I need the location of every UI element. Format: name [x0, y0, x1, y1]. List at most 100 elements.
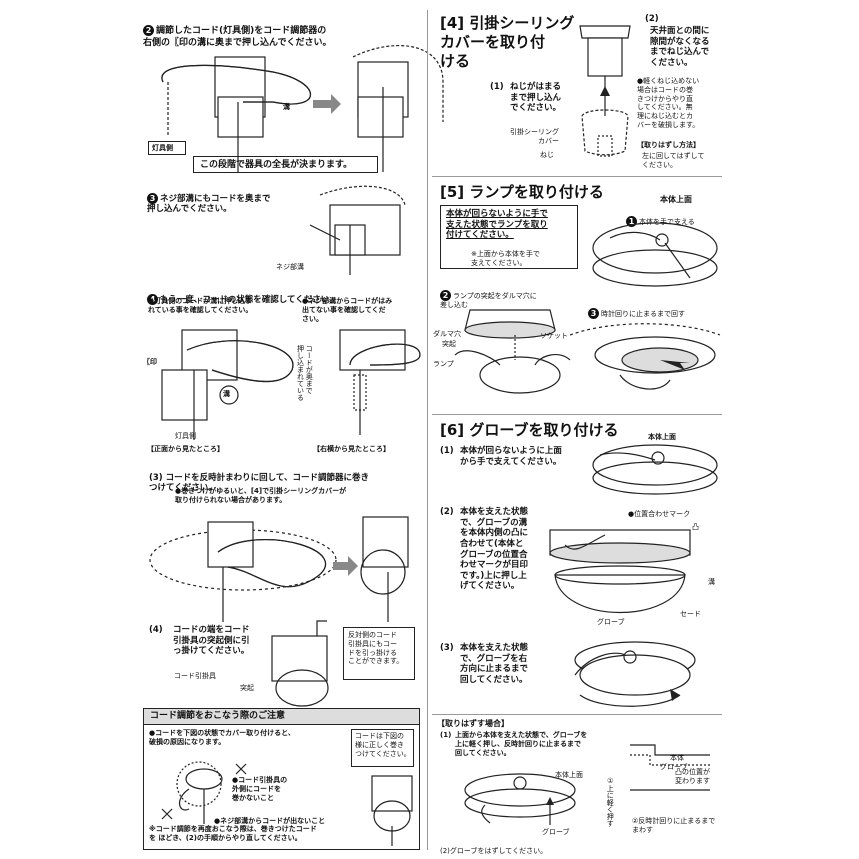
sec6-top-illustration: [592, 444, 718, 495]
sec6-globe-illustration: [549, 529, 691, 613]
step2-number: 2: [143, 25, 154, 37]
removal-s2: (2)グローブをはずしてください。: [440, 846, 548, 855]
removal-side-illustration: [630, 744, 710, 791]
caution-bad1: ●コード引掛具の 外側にコードを 巻かないこと: [232, 776, 288, 802]
sec5-title: [5] ランプを取り付ける: [440, 183, 604, 201]
caution-bad2: ●ネジ部溝からコードが出ないこと: [214, 817, 326, 825]
sec4-divider: [432, 176, 722, 177]
sec4-illustration: [579, 25, 631, 157]
removal-illustration: [464, 773, 576, 825]
step3-illustration: [309, 185, 406, 275]
sec6-globe-label: グローブ: [597, 618, 625, 626]
caution-good-illustration: [371, 775, 413, 846]
lamp-side-label-box: 灯具側: [148, 141, 186, 155]
step2-illustration: [161, 45, 444, 172]
sec6-groove-label: 溝: [708, 578, 715, 586]
caution-text: ●コードを下図の状態でカバー取り付けると、 破損の原因になります。: [149, 729, 295, 746]
sec5-protrusion-label: 突起: [442, 340, 456, 348]
step4-bullet1: ●灯具側のコードが溝に押し込ま れている事を確認してください。: [148, 297, 253, 314]
sec4-screw-label: ねじ: [540, 151, 554, 159]
sub4-label: (4): [149, 625, 163, 635]
full-length-note: この段階で器具の全長が決まります。: [193, 156, 378, 173]
caution-footer: ※コード調節を再度おこなう際は、巻きつけたコード を ほどき、(2)の手順からや…: [149, 825, 317, 842]
removal-s1-label: (1): [440, 731, 452, 739]
step4-mark-label: 〖印: [143, 358, 157, 366]
sec4-step1-label: (1): [490, 82, 504, 92]
step3-number: 3: [147, 192, 158, 204]
caution-title: コード調節をおこなう際のご注意: [150, 711, 286, 721]
sec4-title: [4] 引掛シーリング カバーを取り付 ける: [440, 14, 575, 70]
screw-groove-label: ネジ部溝: [276, 263, 304, 271]
sec6-title: [6] グローブを取り付ける: [440, 421, 619, 439]
column-divider: [427, 10, 428, 850]
caution-right-note: コードは下図の 様に正しく巻き つけてください。: [355, 732, 411, 758]
sec5-top-illustration: [592, 222, 718, 287]
removal-turn: ②反時計回りに止まるまで まわす: [632, 817, 716, 834]
removal-title: 【取りはずす場合】: [437, 719, 509, 728]
sec5-step2-number: 2: [440, 289, 451, 301]
sub3-note: ●巻きつけがゆるいと、[4]で引掛シーリングカバーが 取り付けられない場合があり…: [175, 487, 347, 504]
step4-side-illustration: [339, 329, 421, 435]
sec4-warning: ●軽くねじ込めない 場合はコードの巻 きつけからやり直 してください。無 理にね…: [637, 77, 700, 129]
sec4-step1: ねじがはまる まで押し込ん でください。: [510, 82, 562, 114]
sec4-step2: 天井面との間に 隙間がなくなる までねじ込んで ください。: [650, 26, 710, 68]
sec6-s1-label: (1): [440, 446, 454, 456]
side-view-caption: 【右横から見たところ】: [313, 445, 390, 453]
step4-lamp-side-label: 灯具側: [175, 432, 196, 440]
removal-globe-label: グローブ: [542, 828, 570, 836]
removal-push-up: ①上に軽く押す: [606, 777, 615, 827]
sec5-step1-number: 1: [626, 215, 637, 227]
sec6-s3: 本体を支えた状態 で、グローブを右 方向に止まるまで 回してください。: [460, 643, 529, 685]
sec6-mark-label: ●位置合わせマーク: [628, 510, 691, 518]
sec6-s1: 本体が回らないように上面 から手で支えてください。: [460, 446, 562, 467]
sec5-box: 本体が回らないように手で 支えた状態でランプを取り 付けてください。 ※上面から…: [440, 205, 578, 269]
sub4-text: コードの端をコード 引掛具の突起側に引 っ掛けてください。: [173, 625, 250, 657]
full-length-note-text: この段階で器具の全長が決まります。: [200, 160, 353, 170]
sub3-illustration: [149, 516, 409, 622]
sec5-box-note: ※上面から本体を手で 支えてください。: [471, 250, 540, 267]
front-view-caption: 【正面から見たところ】: [147, 445, 224, 453]
caution-box: コード調節をおこなう際のご注意 ●コードを下図の状態でカバー取り付けると、 破損…: [143, 708, 420, 850]
sec6-s2: 本体を支えた状態 で、グローブの溝 を本体内側の凸に 合わせて(本体と グローブ…: [460, 507, 529, 592]
caution-right-note-box: コードは下図の 様に正しく巻き つけてください。: [351, 729, 414, 767]
sec6-convex-label: 凸: [692, 523, 699, 531]
sub4-callout: 反対側のコード 引掛具にもコー ドを引っ掛ける ことができます。: [343, 627, 415, 680]
sub4-callout-text: 反対側のコード 引掛具にもコー ドを引っ掛ける ことができます。: [348, 631, 404, 666]
sec5-box-text: 本体が回らないように手で 支えた状態でランプを取り 付けてください。: [446, 209, 548, 241]
sec6-top-label: 本体上面: [648, 433, 676, 441]
pushed-note: コードが奥まで 押し込まれている: [296, 345, 314, 401]
sub4-illustration: [271, 620, 329, 707]
removal-top-label: 本体上面: [555, 771, 583, 779]
sec5-step3-number: 3: [588, 307, 599, 319]
sec5-divider: [432, 414, 722, 415]
step4-number: 4: [147, 293, 158, 305]
sec4-removal: 左に回してはずして ください。: [642, 152, 705, 169]
sec5-keyhole-label: ダルマ穴: [433, 330, 461, 338]
sec5-lamp-label: ランプ: [433, 360, 454, 368]
sub3-text: (3) コードを反時計まわりに回して、コード調節器に巻き つけてください。: [149, 472, 369, 494]
removal-globe2-label: グローブ: [660, 763, 688, 771]
sec6-s3-label: (3): [440, 643, 454, 653]
caution-bad-illustration: [161, 761, 247, 824]
step2-groove-label: 溝: [283, 103, 290, 111]
sec4-step2-label: (2): [645, 14, 659, 24]
step4-groove-label: 溝: [223, 390, 230, 398]
sec4-removal-title: 【取りはずし方法】: [637, 141, 700, 149]
sub4-protrusion-label: 突起: [240, 684, 254, 692]
step4-front-illustration: [161, 329, 294, 440]
sec5-lamp-illustration: [454, 309, 571, 394]
sec6-cord-label: セード: [680, 610, 701, 618]
removal-convex-moves: 凸の位置が 変わります: [675, 768, 710, 785]
sub4-hook-label: コード引掛具: [174, 672, 216, 680]
step4-bullet2: ●ネジ部溝からコードがはみ 出てない事を確認してくだ さい。: [302, 297, 393, 323]
removal-s1: 上面から本体を支えた状態で、グローブを 上に軽く押し、反時計回りに止まるまで 回…: [455, 731, 588, 757]
sec5-top-label: 本体上面: [660, 195, 692, 204]
sec5-socket-label: ソケット: [540, 332, 568, 340]
sec6-divider: [432, 714, 722, 715]
lamp-side-label: 灯具側: [152, 144, 173, 152]
